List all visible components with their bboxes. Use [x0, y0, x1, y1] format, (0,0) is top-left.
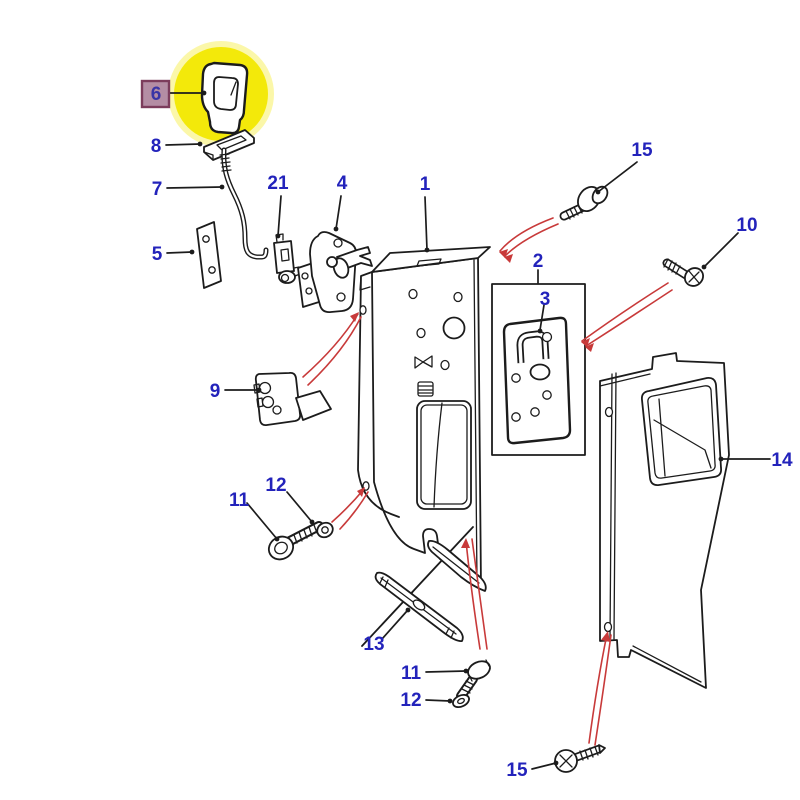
callout-12-middle[interactable]: 12: [265, 475, 286, 496]
part-13-blade-bracket: [361, 526, 487, 647]
callout-11-middle[interactable]: 11: [229, 490, 250, 511]
part-15-screw-bottom: [554, 744, 606, 773]
callout-11-bottom[interactable]: 11: [401, 663, 422, 684]
part-8-plate: [203, 129, 255, 161]
callout-21[interactable]: 21: [267, 173, 289, 194]
callout-14[interactable]: 14: [771, 450, 793, 471]
part-6-cover: [200, 61, 249, 135]
vent-mark: [417, 381, 434, 397]
install-direction-lines: [302, 217, 673, 746]
part-9-bracket: [253, 371, 332, 427]
callout-leader-lines: [165, 90, 771, 770]
part-11-bolt-bottom: [456, 659, 491, 701]
bowtie-mark: [414, 355, 433, 369]
part-12-washer-bottom: [452, 693, 470, 709]
part-7-rod: [219, 147, 269, 260]
part-4-latch: [297, 231, 373, 314]
callout-13[interactable]: 13: [363, 634, 384, 655]
part-1-mounting-panel: [357, 246, 491, 589]
callout-3[interactable]: 3: [540, 289, 551, 310]
callout-10[interactable]: 10: [736, 215, 757, 236]
pull-pocket: [640, 376, 723, 487]
part-10-screw: [662, 258, 705, 287]
part-14-trim-panel: [599, 352, 730, 689]
callout-labels: 6 8 7 5 21 4 1 15 10 2 3 14 9 11 12 13 1…: [151, 84, 793, 781]
part-5-plate: [196, 221, 222, 289]
callout-2[interactable]: 2: [533, 251, 544, 272]
callout-8[interactable]: 8: [151, 136, 162, 157]
callout-7[interactable]: 7: [152, 179, 163, 200]
part-3-striker: [502, 316, 572, 445]
part-2-assembly-box: [491, 283, 586, 456]
pull-recess: [416, 400, 472, 510]
callout-12-bottom[interactable]: 12: [400, 690, 421, 711]
callout-9[interactable]: 9: [210, 381, 221, 402]
callout-1[interactable]: 1: [420, 174, 431, 195]
callout-15-bottom[interactable]: 15: [506, 760, 528, 781]
callout-4[interactable]: 4: [337, 173, 348, 194]
selected-callout-box[interactable]: [140, 79, 171, 109]
callout-5[interactable]: 5: [152, 244, 163, 265]
part-12-washer-middle: [316, 521, 334, 539]
part-11-bolt-middle: [267, 521, 324, 561]
callout-6[interactable]: 6: [151, 84, 162, 105]
part-21-clip: [273, 233, 301, 284]
callout-15-top[interactable]: 15: [631, 140, 653, 161]
